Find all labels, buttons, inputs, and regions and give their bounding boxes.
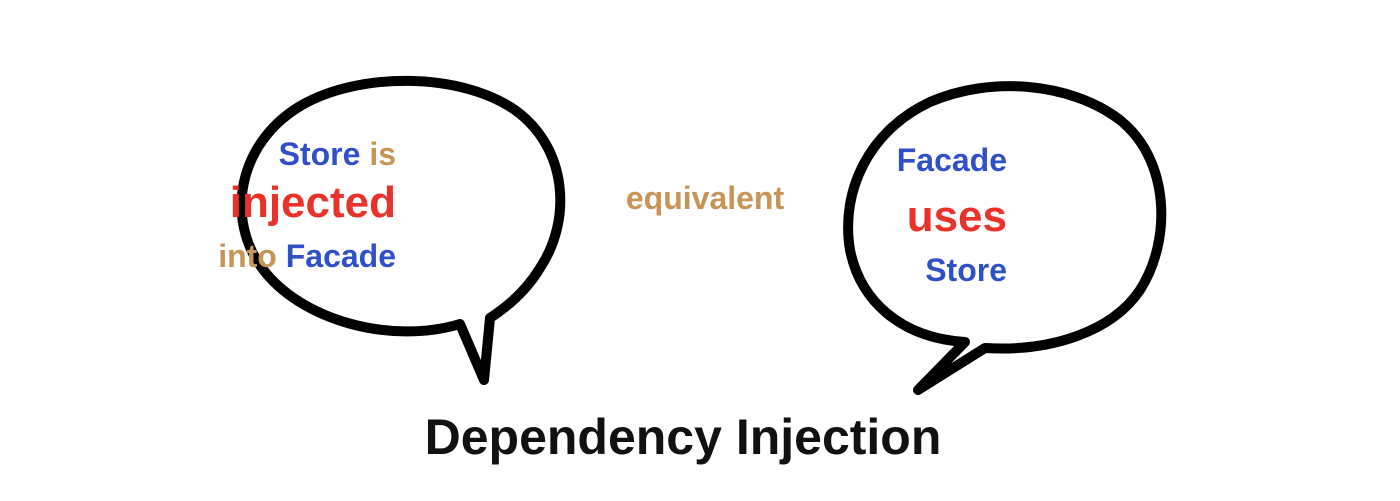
right-word-uses: uses xyxy=(906,192,1008,241)
left-word-injected: injected xyxy=(229,178,396,227)
left-word-store: Store xyxy=(278,136,361,172)
equivalent-label: equivalent xyxy=(625,180,785,216)
left-word-is: is xyxy=(369,136,396,172)
right-speech-bubble xyxy=(843,81,1167,395)
left-word-into: into xyxy=(218,238,277,274)
left-word-facade: Facade xyxy=(285,238,396,274)
right-word-store: Store xyxy=(925,252,1008,288)
left-speech-bubble xyxy=(236,75,566,385)
right-word-facade: Facade xyxy=(896,142,1007,178)
diagram-title: Dependency Injection xyxy=(424,409,942,465)
